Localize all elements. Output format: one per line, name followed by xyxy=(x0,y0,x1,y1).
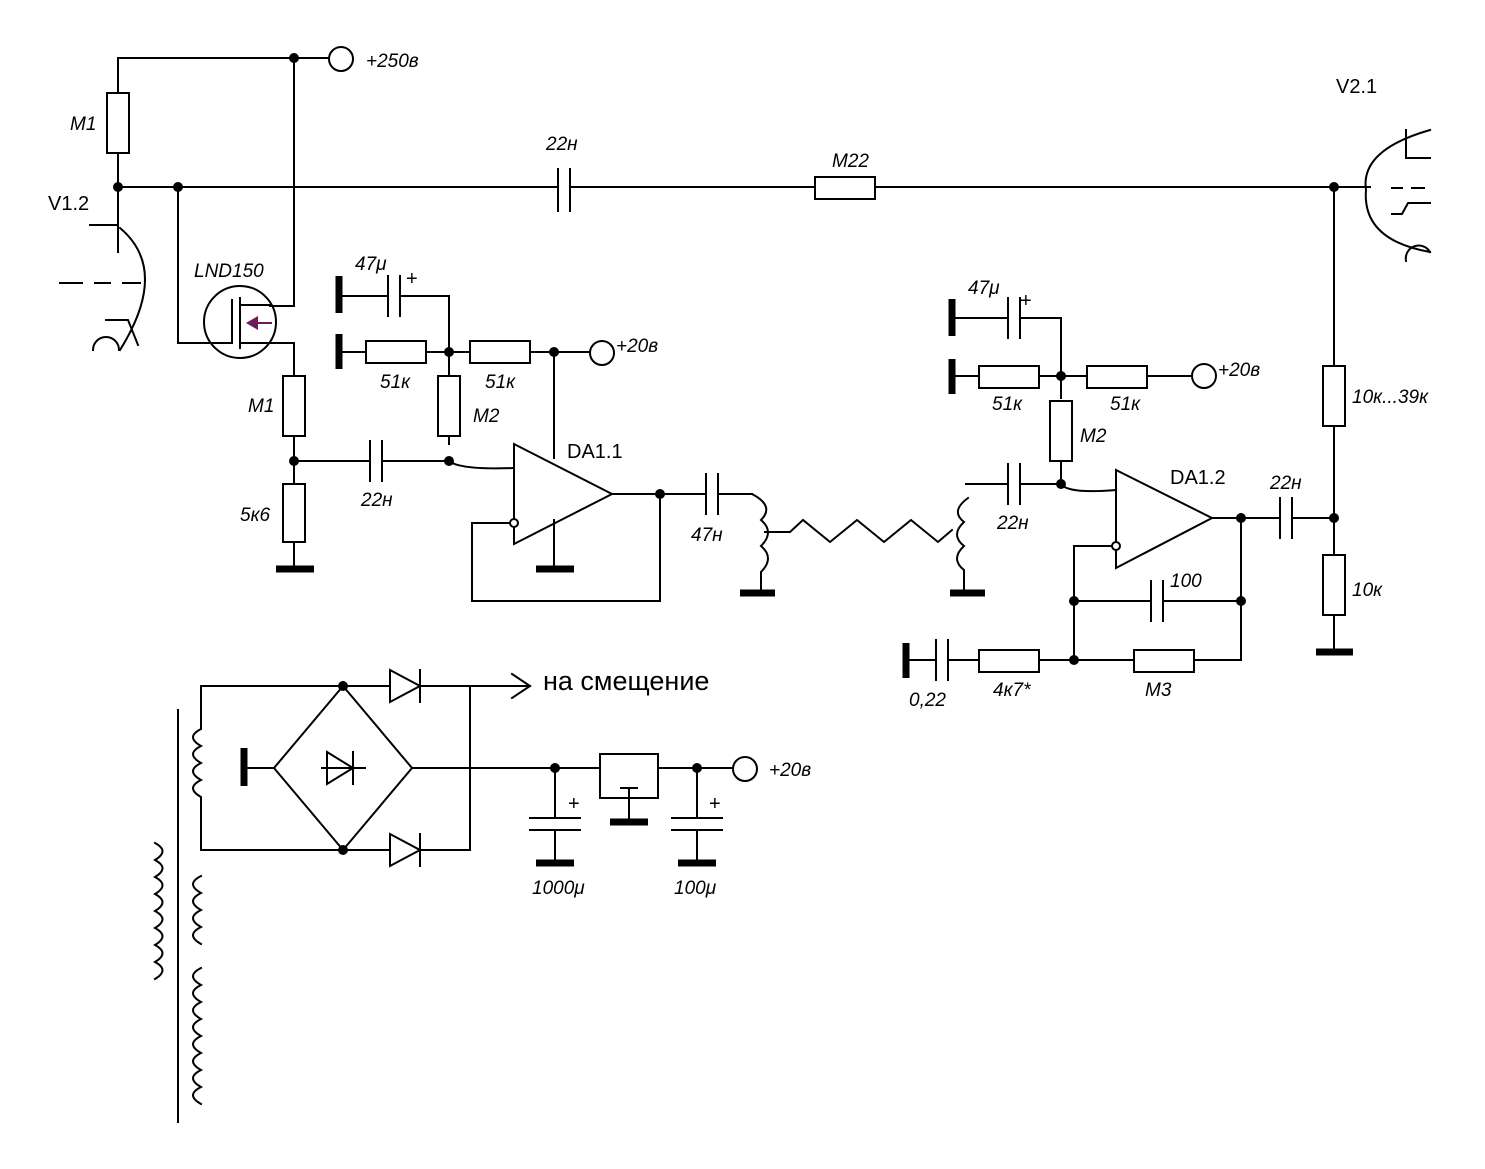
label-c22-c: 22н xyxy=(1269,473,1302,494)
resistor-m3 xyxy=(1133,649,1195,673)
resistor-51k-d xyxy=(1086,365,1148,389)
resistor-51k-a xyxy=(365,340,427,364)
coupling-line xyxy=(113,168,1371,212)
opamp-da11 xyxy=(471,442,707,602)
label-lnd150: LND150 xyxy=(194,261,264,282)
supply-20v-terminal-c xyxy=(732,756,758,782)
label-c22-a: 22н xyxy=(360,490,393,511)
output-network xyxy=(1279,186,1353,656)
label-10k-39k: 10к...39к xyxy=(1352,387,1429,408)
label-m3: M3 xyxy=(1145,680,1172,701)
label-v21: V2.1 xyxy=(1336,76,1377,98)
rectifier xyxy=(200,668,532,868)
label-20v-c: +20в xyxy=(769,760,811,781)
label-100u: 100μ xyxy=(674,878,717,899)
label-da11: DA1.1 xyxy=(567,441,623,463)
mosfet-lnd150 xyxy=(177,186,295,377)
power-transformer xyxy=(152,685,204,1123)
label-c100: 100 xyxy=(1170,571,1202,592)
label-m1-top: M1 xyxy=(70,114,96,135)
label-51k-a: 51к xyxy=(380,372,411,393)
label-51k-d: 51к xyxy=(1110,394,1141,415)
label-v12: V1.2 xyxy=(48,193,89,215)
input-transformer-coupling xyxy=(705,463,1066,597)
resistor-10k-39k xyxy=(1322,365,1346,427)
label-c47-1: 47μ xyxy=(355,254,387,275)
label-20v-a: +20в xyxy=(616,336,658,357)
label-c47n: 47н xyxy=(691,525,723,546)
resistor-m1-top xyxy=(106,92,130,154)
supply-20v-terminal-b xyxy=(1191,363,1217,389)
regulator-section xyxy=(411,753,758,867)
label-m22: M22 xyxy=(832,151,869,172)
resistor-51k-c xyxy=(978,365,1040,389)
source-network xyxy=(276,375,450,573)
resistor-m1-mid xyxy=(282,375,306,437)
label-m2-b: M2 xyxy=(1080,426,1107,447)
resistor-51k-b xyxy=(469,340,531,364)
resistor-4k7 xyxy=(978,649,1040,673)
label-m1-mid: M1 xyxy=(248,396,274,417)
label-m2-a: M2 xyxy=(473,406,500,427)
label-plus-1: + xyxy=(406,268,418,290)
label-c022: 0,22 xyxy=(909,690,946,711)
supply-20v-terminal-a xyxy=(589,340,615,366)
bias-network-b xyxy=(948,297,1217,493)
bias-network-a xyxy=(335,275,615,470)
resistor-m2-a xyxy=(437,375,461,437)
label-51k-b: 51к xyxy=(485,372,516,393)
tube-v12 xyxy=(59,186,146,352)
resistor-m2-b xyxy=(1049,400,1073,462)
opamp-da12 xyxy=(902,468,1281,681)
label-250v: +250в xyxy=(366,51,419,72)
resistor-10k xyxy=(1322,554,1346,616)
label-1000u: 1000μ xyxy=(532,878,585,899)
supply-250v-terminal xyxy=(328,46,354,72)
label-5k6: 5к6 xyxy=(240,505,271,526)
label-51k-c: 51к xyxy=(992,394,1023,415)
resistor-5k6 xyxy=(282,483,306,543)
label-c22-b: 22н xyxy=(996,513,1029,534)
label-plus-2: + xyxy=(1020,290,1032,312)
label-c22-top: 22н xyxy=(545,134,578,155)
tube-v21 xyxy=(1364,128,1432,263)
label-da12: DA1.2 xyxy=(1170,467,1226,489)
label-20v-b: +20в xyxy=(1218,360,1260,381)
resistor-m22 xyxy=(814,176,876,200)
label-plus-4: + xyxy=(709,793,721,815)
label-bias: на смещение xyxy=(543,666,709,696)
label-c47-2: 47μ xyxy=(968,278,1000,299)
label-10k: 10к xyxy=(1352,580,1383,601)
plate-supply-section xyxy=(106,46,354,307)
label-plus-3: + xyxy=(568,793,580,815)
label-4k7: 4к7* xyxy=(993,680,1031,701)
